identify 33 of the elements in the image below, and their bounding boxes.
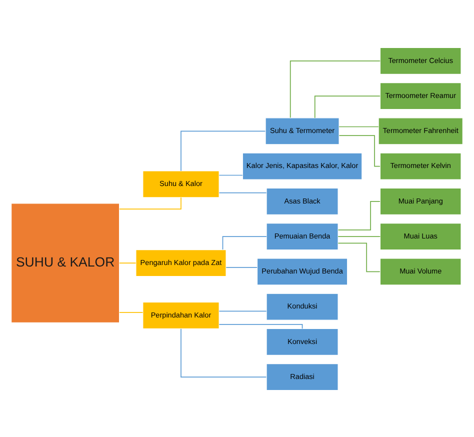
node-box: Suhu & Kalor xyxy=(142,170,220,198)
node-box: Muai Luas xyxy=(380,222,462,250)
connector xyxy=(218,192,267,193)
node-box: Perubahan Wujud Benda xyxy=(256,258,348,285)
connector xyxy=(314,95,380,118)
node-box: Perpindahan Kalor xyxy=(142,301,220,329)
connector xyxy=(338,126,379,127)
connector xyxy=(218,323,303,329)
connector xyxy=(338,200,380,230)
connector xyxy=(290,60,381,118)
node-box: Konduksi xyxy=(266,292,338,320)
node-box: Termometer Kelvin xyxy=(380,152,462,180)
connector xyxy=(180,328,267,378)
node-box: Pemuaian Benda xyxy=(266,222,338,250)
node-box: Pengaruh Kalor pada Zat xyxy=(136,249,226,276)
connector xyxy=(222,236,267,250)
node-box: Termometer Celcius xyxy=(380,46,462,74)
connector xyxy=(226,266,258,268)
connector xyxy=(338,134,380,166)
node-box: SUHU & KALOR xyxy=(10,202,120,323)
connector xyxy=(180,130,266,171)
connector xyxy=(218,310,267,312)
node-box: Suhu & Termometer xyxy=(265,117,340,144)
node-box: Asas Black xyxy=(266,187,338,215)
connector xyxy=(218,174,243,176)
node-box: Termoometer Reamur xyxy=(380,82,462,110)
node-box: Muai Volume xyxy=(380,258,462,285)
node-box: Kalor Jenis, Kapasitas Kalor, Kalor xyxy=(242,152,362,180)
node-box: Radiasi xyxy=(266,363,338,390)
node-box: Muai Panjang xyxy=(380,187,462,215)
node-box: Termometer Fahrenheit xyxy=(378,117,464,144)
node-box: Konveksi xyxy=(266,328,338,356)
connector xyxy=(119,262,136,263)
